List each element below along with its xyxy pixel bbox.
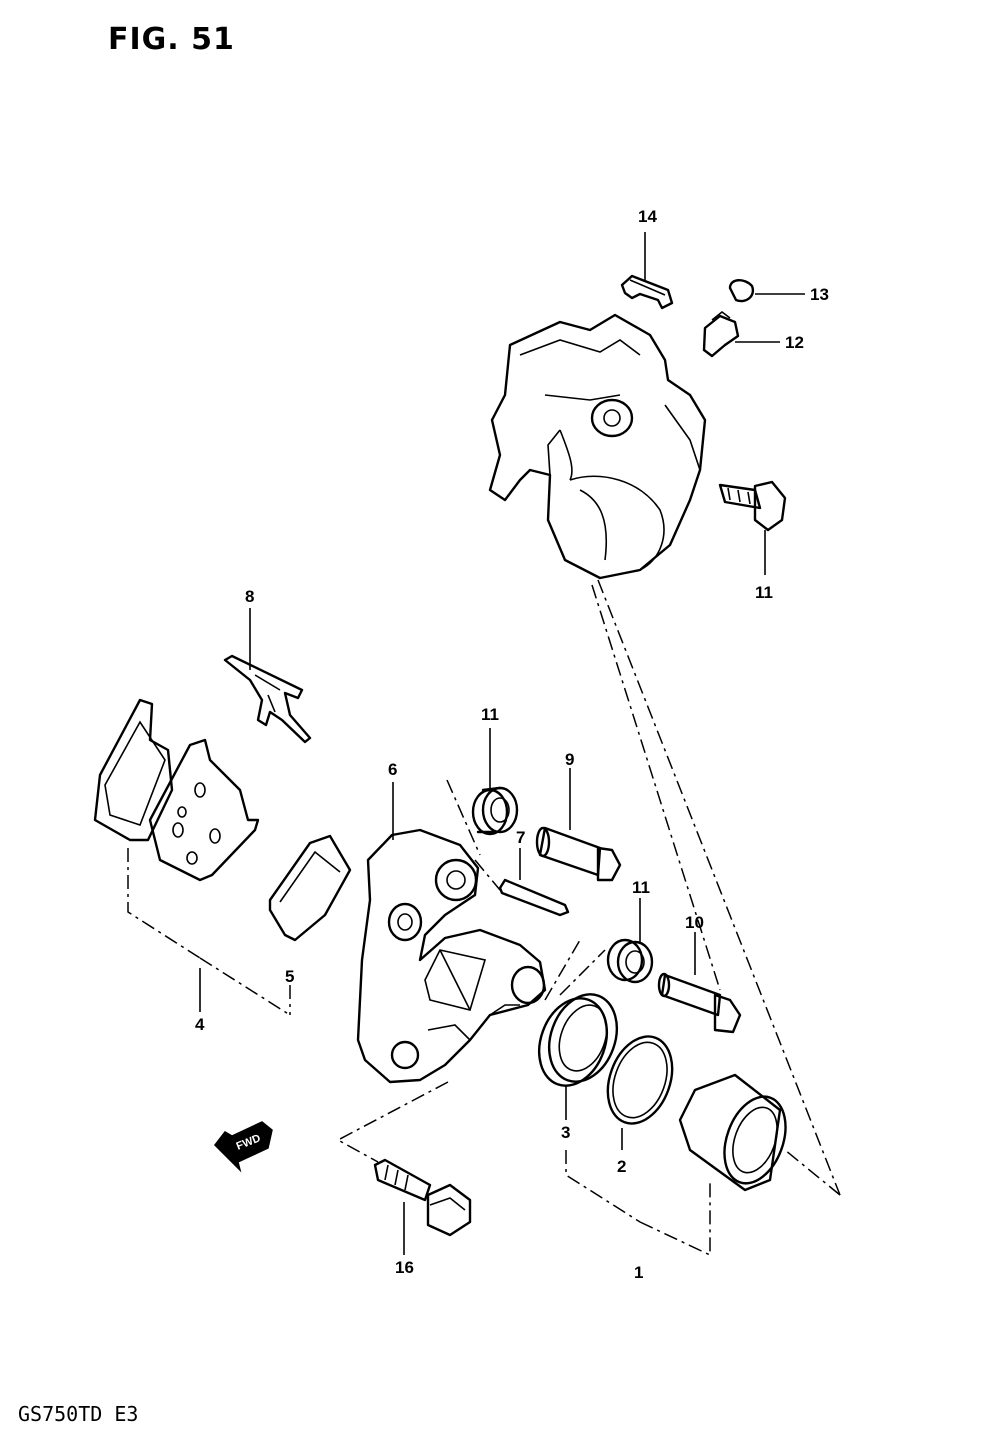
part-16-mounting-bolt	[373, 1158, 472, 1237]
caliper-body	[488, 313, 707, 580]
callout-3: 3	[561, 1123, 570, 1142]
part-14-bleeder-cap	[728, 279, 755, 303]
callout-10: 10	[685, 913, 704, 932]
model-code: GS750TD E3	[18, 1402, 139, 1426]
fwd-direction-arrow: FWD	[214, 1121, 273, 1173]
figure-title: FIG. 51	[108, 22, 235, 57]
callout-15: 14	[638, 207, 657, 226]
callout-9: 9	[565, 750, 574, 769]
part-15-clip	[620, 274, 674, 310]
callout-8: 8	[245, 587, 254, 606]
callout-13: 12	[785, 333, 804, 352]
callout-7: 7	[516, 828, 525, 847]
part-7-pin	[498, 878, 570, 917]
callout-11-upper: 11	[481, 705, 499, 724]
part-8-pad-spring	[223, 654, 312, 744]
callout-11-lower: 11	[632, 878, 650, 897]
callout-numbers: 14 13 12 11 8 11 9 6 7 11 10 5 4 3 2 16 …	[195, 207, 829, 1282]
callout-14: 13	[810, 285, 829, 304]
callout-6: 6	[388, 760, 397, 779]
part-10-sleeve-bolt	[657, 972, 742, 1034]
callout-4: 4	[195, 1015, 205, 1034]
part-9-sleeve	[535, 826, 622, 882]
part-12-bolt	[718, 480, 787, 532]
part-11-boot-upper	[471, 786, 519, 836]
callout-16: 16	[395, 1258, 414, 1277]
part-1-piston	[678, 1073, 787, 1192]
callout-2: 2	[617, 1157, 626, 1176]
part-3-dust-seal	[538, 993, 618, 1087]
part-13-bleeder-valve	[702, 310, 740, 358]
assembly-lines	[127, 579, 841, 1257]
leader-lines	[199, 232, 805, 1255]
callout-12: 11	[755, 583, 773, 602]
part-11-boot-lower	[606, 938, 654, 984]
callout-5: 5	[285, 967, 294, 986]
part-6-caliper-bracket	[356, 828, 547, 1084]
part-4-brake-pads	[93, 698, 260, 882]
part-2-piston-seal	[606, 1035, 674, 1125]
part-5-pad-shim	[268, 834, 352, 942]
callout-1: 1	[634, 1263, 643, 1282]
